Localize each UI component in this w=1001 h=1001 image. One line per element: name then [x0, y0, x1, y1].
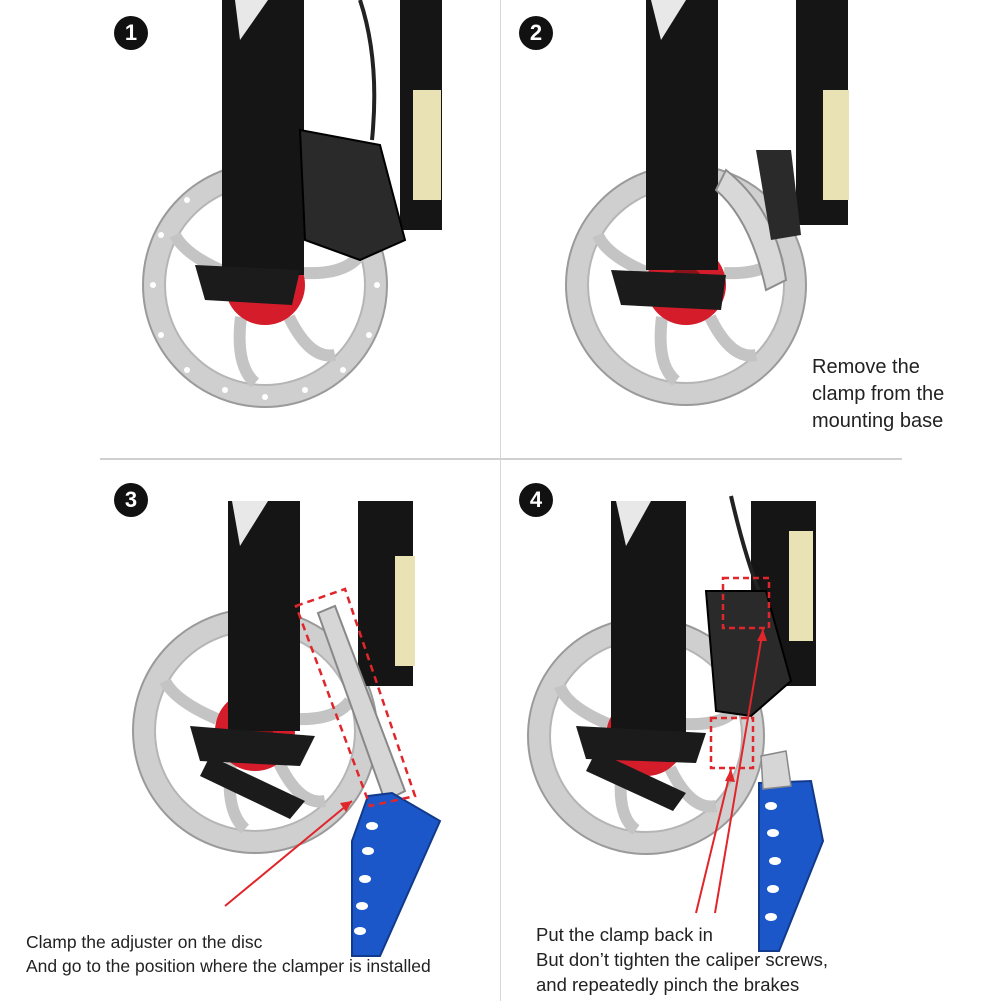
caption-line: mounting base — [812, 410, 944, 432]
step-number-badge: 1 — [114, 16, 148, 50]
step-1-illustration — [142, 0, 442, 408]
step-2-panel: 2 — [501, 0, 1001, 500]
caption-line: clamp from the — [812, 383, 945, 405]
step-1-panel: 1 — [0, 0, 500, 500]
step-3-caption: Clamp the adjuster on the disc And go to… — [26, 930, 431, 978]
caption-line: Clamp the adjuster on the disc — [26, 932, 263, 952]
pointer-arrow — [224, 800, 353, 907]
pointer-arrow-top — [714, 628, 764, 914]
fork-leg-front — [222, 0, 304, 275]
step-2-illustration — [565, 0, 849, 406]
caption-line: But don’t tighten the caliper screws, — [536, 949, 829, 970]
step-2-caption: Remove the clamp from the mounting base — [812, 354, 944, 435]
pointer-arrow-bottom — [695, 768, 732, 914]
vertical-divider — [500, 0, 501, 1001]
step-4-panel: 4 — [501, 483, 1001, 1001]
horizontal-divider — [100, 458, 902, 460]
highlight-box — [294, 587, 417, 808]
caption-line: and repeatedly pinch the brakes — [536, 974, 800, 995]
step-4-caption: Put the clamp back in But don’t tighten … — [536, 922, 828, 997]
step-number-badge: 2 — [519, 16, 553, 50]
step-4-illustration — [527, 495, 825, 952]
highlight-box-bottom — [709, 716, 755, 770]
highlight-box-top — [721, 576, 771, 630]
caption-line: And go to the position where the clamper… — [26, 956, 431, 976]
caption-line: Remove the — [812, 356, 920, 378]
caption-line: Put the clamp back in — [536, 924, 713, 945]
step-number-badge: 3 — [114, 483, 148, 517]
step-3-illustration — [132, 501, 442, 957]
step-3-panel: 3 — [0, 483, 500, 1001]
step-number-badge: 4 — [519, 483, 553, 517]
